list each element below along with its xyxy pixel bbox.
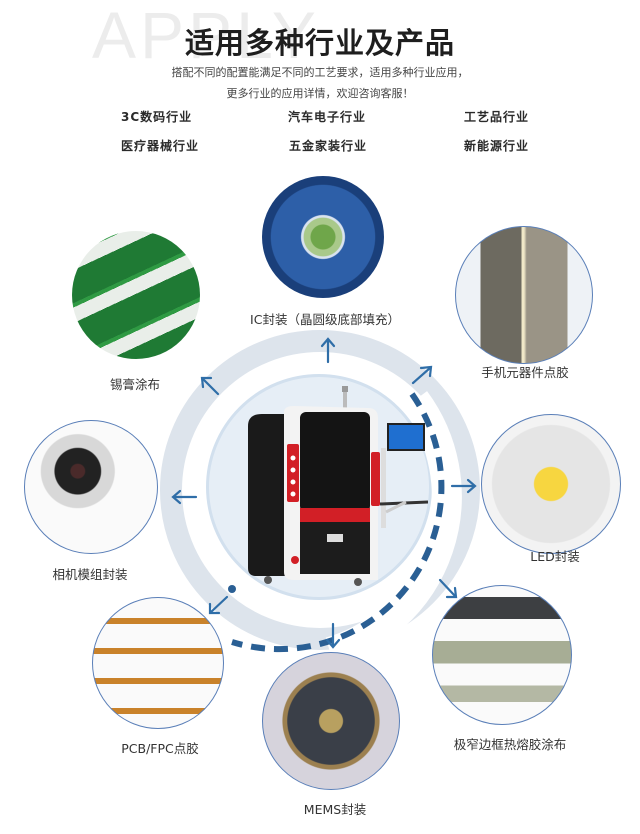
industry-3c: 3C数码行业 (121, 110, 193, 124)
label-solder-paste: 锡膏涂布 (109, 377, 160, 392)
arc-end-dot (228, 585, 236, 593)
camera-module-image (24, 420, 158, 554)
page-title: 适用多种行业及产品 (184, 26, 455, 60)
industry-auto-electronics: 汽车电子行业 (288, 110, 367, 124)
dashed-arc (231, 392, 445, 653)
mems-image (262, 652, 400, 790)
label-camera-module: 相机模组封装 (52, 567, 128, 582)
label-mems-packaging: MEMS封装 (303, 802, 367, 817)
phone-internals-image (455, 226, 593, 364)
subtitle-line-2: 更多行业的应用详情，欢迎咨询客服！ (226, 87, 414, 100)
watermark-text: APPLY (92, 0, 320, 72)
industry-medical: 医疗器械行业 (121, 139, 200, 153)
ic-chip-image (262, 176, 384, 298)
subtitle-line-1: 搭配不同的配置能满足不同的工艺要求，适用多种行业应用， (171, 66, 469, 79)
label-narrow-bezel-hotmelt: 极窄边框热熔胶涂布 (453, 737, 567, 752)
industry-hardware: 五金家装行业 (289, 139, 368, 153)
industry-crafts: 工艺品行业 (464, 110, 530, 124)
green-pcb-image (72, 231, 200, 359)
dispensing-machine-image (248, 386, 428, 586)
led-image (481, 414, 621, 554)
label-led-packaging: LED封装 (530, 549, 580, 564)
fpc-image (92, 597, 224, 729)
label-ic-packaging: IC封装（晶圆级底部填充） (250, 312, 400, 327)
industry-new-energy: 新能源行业 (464, 139, 530, 153)
label-phone-component-dispensing: 手机元器件点胶 (481, 365, 569, 380)
label-pcb-fpc-dispensing: PCB/FPC点胶 (121, 741, 199, 756)
lcd-panel-image (432, 585, 572, 725)
